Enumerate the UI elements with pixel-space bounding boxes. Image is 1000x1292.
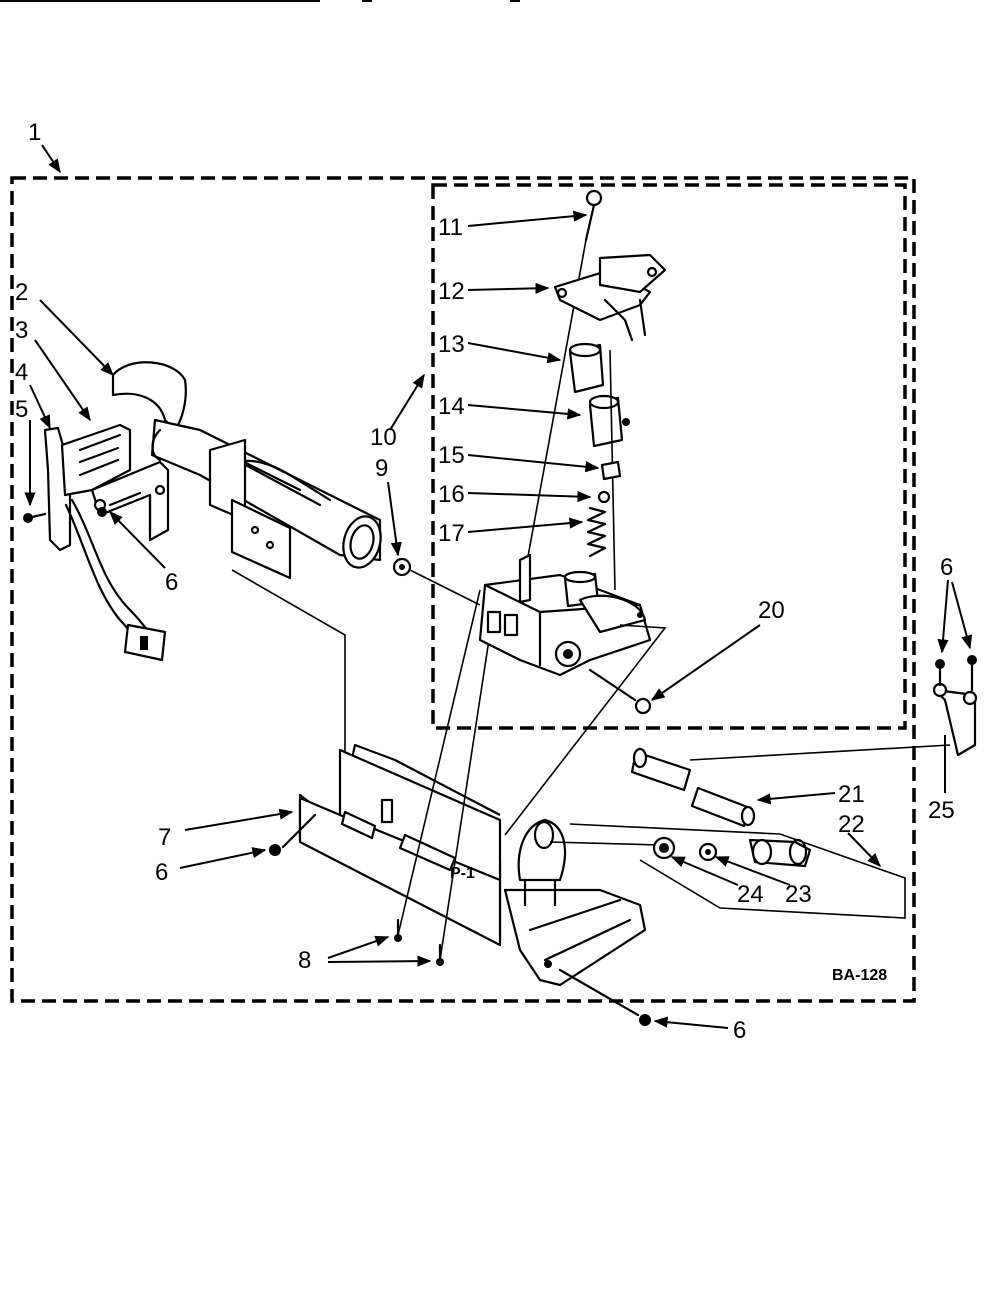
callout-2: 2 xyxy=(15,279,28,306)
callout-labels: 1 2 3 4 5 6 10 9 11 12 13 14 15 16 17 20… xyxy=(15,119,955,1044)
assembly-outline xyxy=(10,176,916,1003)
callout-9: 9 xyxy=(375,455,388,482)
callout-17: 17 xyxy=(438,520,465,547)
callout-11: 11 xyxy=(438,214,463,241)
base-frame-group: P-1 xyxy=(231,569,651,1026)
callout-7: 7 xyxy=(158,824,171,851)
callout-3: 3 xyxy=(15,317,28,344)
callout-1: 1 xyxy=(28,119,41,146)
orifice-parts-group xyxy=(549,655,978,919)
callout-6a: 6 xyxy=(165,569,178,596)
callout-8: 8 xyxy=(298,947,311,974)
callout-6d: 6 xyxy=(733,1017,746,1044)
callout-6b: 6 xyxy=(940,554,953,581)
svg-text:P-1: P-1 xyxy=(450,865,475,882)
valve-assembly-group xyxy=(478,189,667,836)
callout-25: 25 xyxy=(928,797,955,824)
callout-10: 10 xyxy=(370,424,397,451)
callout-12: 12 xyxy=(438,278,465,305)
subassembly-outline xyxy=(431,183,907,730)
callout-14: 14 xyxy=(438,393,465,420)
drawing-code: BA-128 xyxy=(832,967,887,984)
callout-6c: 6 xyxy=(155,859,168,886)
callout-20: 20 xyxy=(758,597,785,624)
callout-13: 13 xyxy=(438,331,465,358)
callout-15: 15 xyxy=(438,442,465,469)
burner-tube-group xyxy=(97,361,481,606)
callout-23: 23 xyxy=(785,881,812,908)
callout-4: 4 xyxy=(15,359,28,386)
leader-lines xyxy=(24,144,973,1029)
callout-5: 5 xyxy=(15,396,28,423)
callout-22: 22 xyxy=(838,811,865,838)
callout-16: 16 xyxy=(438,481,465,508)
callout-21: 21 xyxy=(838,781,865,808)
switch-bracket-group xyxy=(23,423,170,662)
callout-24: 24 xyxy=(737,881,764,908)
